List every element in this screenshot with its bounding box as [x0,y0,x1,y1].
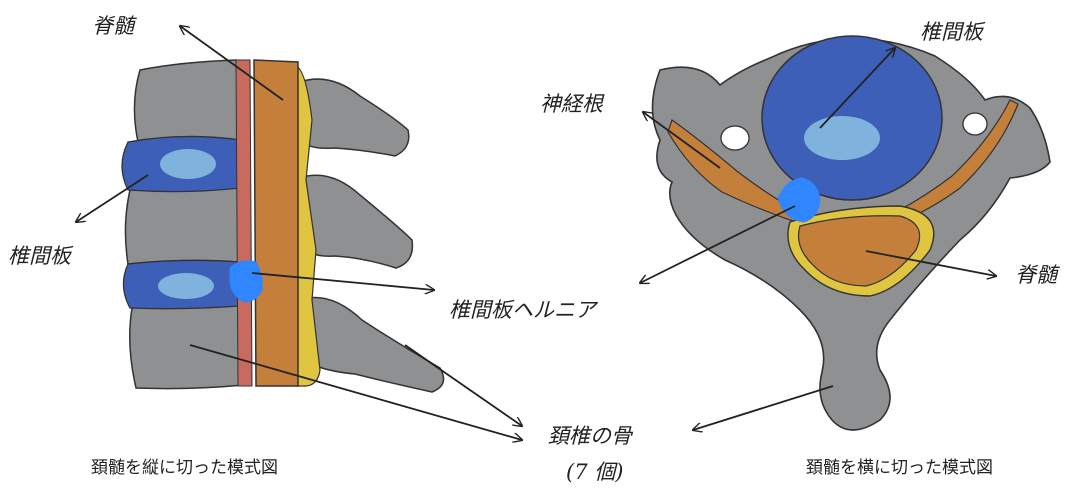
caption-axial: 頚髄を横に切った模式図 [806,460,993,477]
foramen-right [963,113,987,135]
spinous-process-3 [300,298,444,393]
label-spinal-cord-top: 脊髄 [92,16,134,37]
label-nerve-root: 神経根 [540,94,603,115]
vessel-strip [236,60,252,386]
label-disc-top: 椎間板 [920,22,983,43]
spinal-cord [254,60,298,386]
vertebra-body-1 [134,60,241,142]
label-spinal-cord-cross: 脊髄 [1015,265,1057,286]
vertebra-body-2 [125,186,240,264]
foramen-left [721,126,749,150]
label-disc-side: 椎間板 [8,246,71,267]
label-count: (7 個) [566,462,623,483]
spinous-process-1 [300,79,409,156]
vertebra-body-3 [130,304,245,388]
arrow-bone-axial [693,386,833,430]
label-cervical-bone: 頚椎の骨 [548,426,632,447]
sagittal-view [122,60,444,392]
caption-sagittal: 頚髄を縦に切った模式図 [91,460,278,477]
spinous-process-2 [300,175,412,268]
label-herniation: 椎間板ヘルニア [449,300,596,321]
